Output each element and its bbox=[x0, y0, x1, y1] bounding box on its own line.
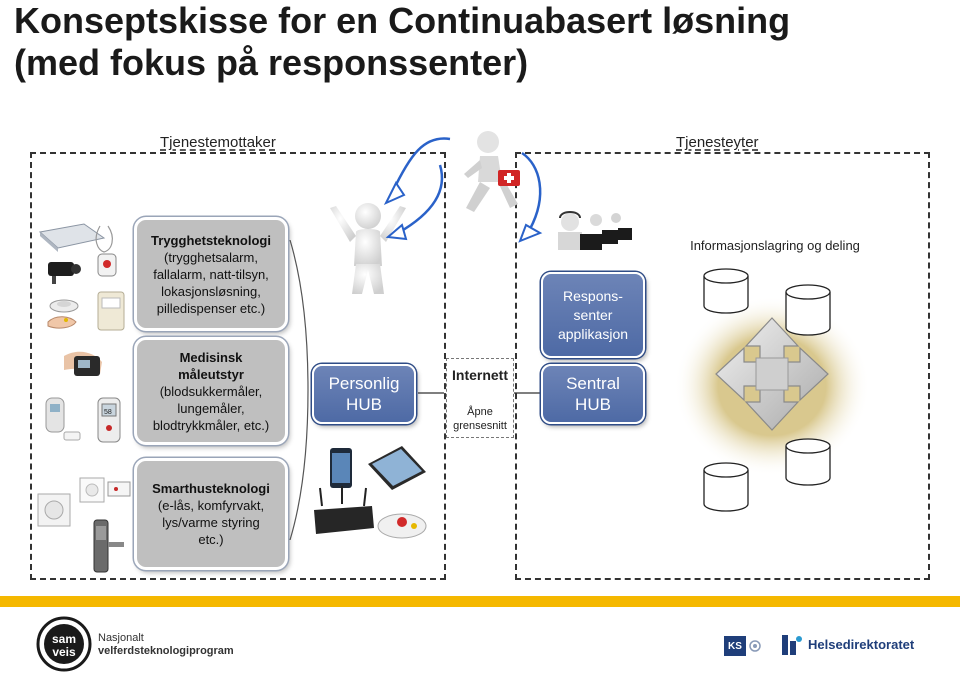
info-storage-label: Informasjonslagring og deling bbox=[690, 238, 860, 253]
motion-sensor-icon bbox=[79, 477, 105, 503]
header-service-recipient: Tjenestemottaker bbox=[160, 134, 276, 151]
spirometer-icon bbox=[45, 397, 81, 441]
arrow-from-person bbox=[397, 164, 444, 235]
flow-arrows bbox=[383, 137, 543, 243]
call-center-icon bbox=[558, 211, 632, 250]
internet-arrows bbox=[418, 392, 540, 394]
alarm-base-icon bbox=[377, 513, 427, 539]
title-line-2: (med fokus på responssenter) bbox=[14, 42, 529, 83]
trygghetsteknologi-box: Trygghetsteknologi (trygghetsalarm, fall… bbox=[134, 217, 288, 331]
apne-grensesnitt-label: Åpne grensesnitt bbox=[453, 406, 507, 432]
medisinsk-heading: Medisinsk måleutstyr bbox=[178, 349, 244, 382]
personlig-hub: Personlig HUB bbox=[312, 364, 416, 424]
logo-text-veis: veis bbox=[52, 645, 76, 659]
glucose-meter-icon: 58 bbox=[97, 397, 121, 443]
smarthus-heading: Smarthusteknologi bbox=[152, 481, 270, 496]
medisinsk-maleutstyr-box: Medisinsk måleutstyr (blodsukkermåler, l… bbox=[134, 337, 288, 445]
header-service-provider: Tjenesteyter bbox=[676, 134, 759, 151]
helsedirektoratet-logo-icon bbox=[782, 635, 802, 655]
hub-devices bbox=[314, 446, 427, 539]
blood-pressure-monitor-icon bbox=[64, 351, 102, 376]
helsedirektoratet-text: Helsedirektoratet bbox=[808, 637, 915, 652]
pill-hand-icon bbox=[47, 316, 77, 329]
storage-diagram bbox=[674, 268, 870, 512]
four-way-arrow-icon bbox=[715, 317, 829, 431]
running-person-icon bbox=[464, 131, 520, 212]
samveis-logo: sam veis bbox=[36, 616, 92, 672]
database-icon-4 bbox=[703, 462, 749, 512]
medisinsk-description: (blodsukkermåler, lungemåler, blodtrykkm… bbox=[152, 383, 270, 433]
smartphone-icon bbox=[330, 448, 352, 488]
smarthus-description: (e-lås, komfyrvakt, lys/varme styring et… bbox=[157, 498, 265, 547]
camera-icon bbox=[48, 262, 81, 284]
provider-region bbox=[515, 152, 930, 580]
pill-dispenser-icon bbox=[97, 291, 125, 331]
ks-logo: KS bbox=[724, 636, 746, 656]
ks-star-icon bbox=[749, 640, 761, 652]
recipient-region bbox=[30, 152, 446, 580]
arrow-to-responder bbox=[521, 151, 542, 230]
tablet-icon bbox=[368, 446, 426, 490]
door-lock-icon bbox=[93, 519, 124, 573]
ks-logo-text: KS bbox=[728, 640, 742, 652]
router-icon bbox=[314, 486, 374, 534]
responssenter-applikasjon-label: Respons- senter applikasjon bbox=[557, 287, 629, 342]
device-images: 58 bbox=[37, 223, 131, 573]
svg-text:58: 58 bbox=[104, 409, 112, 416]
footer-accent-bar bbox=[0, 596, 960, 607]
footer-program-text: Nasjonalt velferdsteknologiprogram bbox=[98, 632, 234, 658]
database-icon-3 bbox=[785, 438, 831, 486]
database-icon-2 bbox=[785, 284, 831, 336]
responssenter-applikasjon: Respons- senter applikasjon bbox=[541, 272, 645, 358]
internet-interface-box bbox=[446, 358, 514, 438]
arrow-to-person bbox=[390, 137, 451, 194]
smarthusteknologi-box: Smarthusteknologi (e-lås, komfyrvakt, ly… bbox=[134, 458, 288, 570]
personlig-hub-label: Personlig HUB bbox=[328, 374, 400, 414]
footer-program-line2: velferdsteknologiprogram bbox=[98, 645, 234, 657]
page-title: Konseptskisse for en Continuabasert løsn… bbox=[14, 0, 954, 84]
footer-program-line1: Nasjonalt bbox=[98, 632, 144, 644]
trygghetsteknologi-heading: Trygghetsteknologi bbox=[151, 232, 271, 248]
title-line-1: Konseptskisse for en Continuabasert løsn… bbox=[14, 0, 791, 41]
logo-text-sam: sam bbox=[52, 632, 76, 646]
scale-icon bbox=[38, 223, 106, 252]
trygghetsteknologi-description: (trygghetsalarm, fallalarm, natt-tilsyn,… bbox=[153, 249, 269, 316]
stove-guard-icon bbox=[107, 481, 131, 497]
internett-label: Internett bbox=[452, 367, 508, 383]
sentral-hub-label: Sentral HUB bbox=[566, 374, 620, 414]
person-figure-icon bbox=[330, 203, 406, 294]
thermostat-icon bbox=[37, 493, 71, 527]
alarm-pendant-icon bbox=[95, 225, 117, 277]
connector-brace bbox=[289, 240, 309, 540]
sentral-hub: Sentral HUB bbox=[541, 364, 645, 424]
database-icon-1 bbox=[703, 268, 749, 314]
smoke-detector-icon bbox=[49, 299, 79, 313]
